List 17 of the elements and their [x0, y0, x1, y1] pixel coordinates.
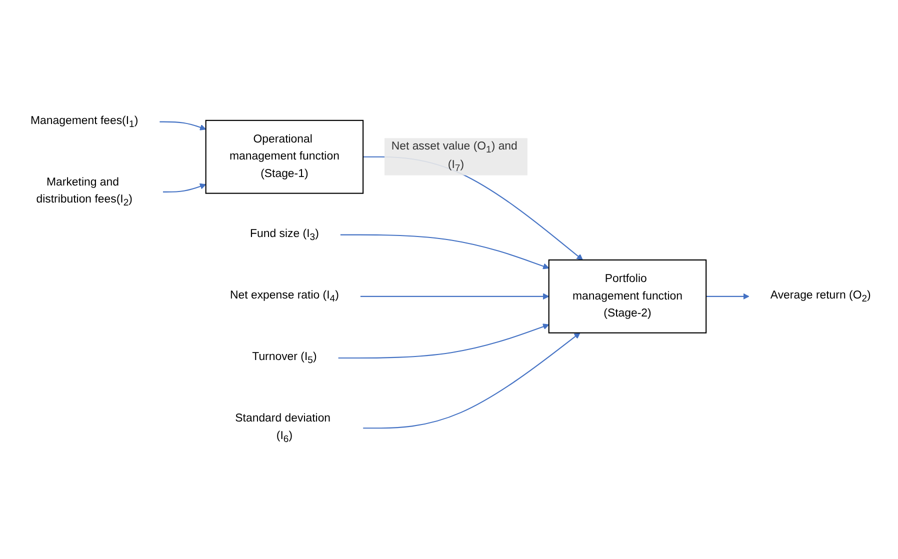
- node-text: Standard deviation (I$_{6}$): [235, 412, 331, 444]
- arrow: [360, 294, 550, 300]
- arrow: [160, 122, 206, 131]
- arrow: [338, 324, 550, 359]
- arrow: [706, 294, 750, 300]
- node-text: Average return (O$_{2}$): [770, 289, 871, 304]
- node-text: Marketing and distribution fees(I$_{2}$): [36, 176, 132, 208]
- node-text: Fund size (I$_{3}$): [250, 228, 319, 242]
- arrow: [162, 184, 206, 193]
- arrow: [363, 332, 580, 429]
- edge-label: Net asset value (O$_{1}$) and (I$_{7}$): [391, 140, 518, 174]
- node-box: Operational management function (Stage-1): [205, 120, 364, 194]
- node-text: Net expense ratio (I$_{4}$): [230, 289, 339, 304]
- node-text: Turnover (I$_{5}$): [252, 351, 317, 366]
- node-text: Management fees(I$_{1}$): [30, 114, 138, 130]
- node-box: Portfolio management function (Stage-2): [548, 260, 707, 334]
- arrow: [340, 234, 550, 270]
